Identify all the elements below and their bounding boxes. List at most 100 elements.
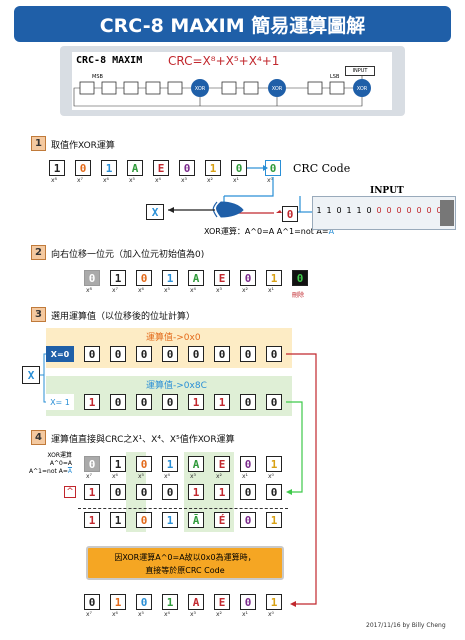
input-bit: 0 — [426, 206, 432, 215]
op1-bit: 0 — [266, 394, 282, 410]
row4a-bit: 1 — [266, 456, 282, 472]
row4a-sup: x³ — [190, 473, 196, 480]
op0-bit: 0 — [110, 346, 126, 362]
input-bit: 0 — [406, 206, 412, 215]
page-title: CRC-8 MAXIM 簡易運算圖解 — [14, 6, 451, 42]
row5-bit: E — [214, 594, 230, 610]
row4b-bit: 0 — [266, 484, 282, 500]
input-bit: 1 — [356, 206, 362, 215]
row1-bit-4: E — [153, 160, 169, 176]
step-1-text: 取值作XOR運算 — [51, 141, 115, 151]
row1-sup-6: x⁶ — [103, 177, 109, 184]
row5-bit: 1 — [110, 594, 126, 610]
input-bit: 0 — [416, 206, 422, 215]
note-line-2: 直接等於原CRC Code — [145, 566, 225, 575]
op0-select: X=0 — [46, 346, 74, 362]
op1-select: X= 1 — [46, 394, 74, 410]
op0-bit: 0 — [240, 346, 256, 362]
header-lsb: LSB — [330, 74, 340, 80]
op0-bit: 0 — [188, 346, 204, 362]
row2-sup-7: x⁷ — [112, 287, 118, 294]
row4a-bit: E — [214, 456, 230, 472]
row1-bit-5: A — [127, 160, 143, 176]
row4b-bit: 1 — [84, 484, 100, 500]
row4a-sup: x² — [216, 473, 222, 480]
row4c-bit: 1 — [266, 512, 282, 528]
op0-bit: 0 — [136, 346, 152, 362]
row2-sup-4: x⁴ — [190, 287, 196, 294]
row4b-bit: 0 — [240, 484, 256, 500]
header-inner — [72, 52, 392, 110]
xor-note-line: A^0=A — [49, 460, 72, 467]
row2-bit-6: 0 — [136, 270, 152, 286]
row1-sup-4: x⁴ — [155, 177, 161, 184]
row1-bit-6: 1 — [101, 160, 117, 176]
xor-result-x: X — [146, 204, 164, 220]
op1-bit: 1 — [214, 394, 230, 410]
delete-label: 刪除 — [292, 292, 305, 299]
row4a-sup: x⁷ — [86, 473, 92, 480]
op1-bit: 1 — [188, 394, 204, 410]
input-bit: 1 — [316, 206, 322, 215]
row2-bit-4: A — [188, 270, 204, 286]
row2-bit-1: 1 — [266, 270, 282, 286]
input-first-bit: 0 — [282, 206, 298, 222]
row1-bit-0: 0 — [265, 160, 281, 176]
xor-note: XOR運算 A^0=A A^1=not A=A — [28, 452, 72, 476]
header-msb: MSB — [92, 74, 103, 80]
header-label: CRC-8 MAXIM — [76, 55, 143, 66]
row5-bit: 1 — [162, 594, 178, 610]
row1-sup-5: x⁵ — [129, 177, 135, 184]
row5-sup: x⁰ — [268, 611, 274, 618]
row5-bit: 0 — [240, 594, 256, 610]
row2-sup-1: x¹ — [268, 287, 274, 294]
op1-label: 運算值->0x8C — [146, 381, 207, 391]
row1-sup-1: x¹ — [233, 177, 239, 184]
row5-sup: x¹ — [242, 611, 248, 618]
row5-sup: x⁴ — [164, 611, 170, 618]
row4a-sup: x⁵ — [138, 473, 144, 480]
op1-bit: 0 — [240, 394, 256, 410]
row5-sup: x² — [216, 611, 222, 618]
row4a-bit: 0 — [84, 456, 100, 472]
row5-bit: 1 — [266, 594, 282, 610]
row4b-bit: 0 — [110, 484, 126, 500]
row1-bit-7: 0 — [75, 160, 91, 176]
op0-bit: 0 — [266, 346, 282, 362]
input-end-block — [440, 200, 454, 226]
row4a-bit: 1 — [162, 456, 178, 472]
xor-note-line: A^1=not A=A — [28, 468, 72, 476]
xor-explain: XOR運算：A^0=A A^1=not A=A — [204, 226, 334, 237]
row2-sup-3: x³ — [216, 287, 222, 294]
op1-bit: 1 — [84, 394, 100, 410]
row4b-bit: 0 — [162, 484, 178, 500]
input-bit: 0 — [386, 206, 392, 215]
row2-sup-8: x⁸ — [86, 287, 92, 294]
row4c-bit: Ā — [188, 512, 204, 528]
xor-note-a: A — [67, 468, 72, 475]
op0-bit: 0 — [162, 346, 178, 362]
op1-bit: 0 — [162, 394, 178, 410]
step-2-number: 2 — [31, 245, 46, 260]
row2-sup-6: x⁶ — [138, 287, 144, 294]
input-bit: 0 — [336, 206, 342, 215]
row4a-bit: 0 — [136, 456, 152, 472]
row4a-bit: 0 — [240, 456, 256, 472]
input-bit: 0 — [436, 206, 442, 215]
step-2-text: 向右位移一位元（加入位元初始值為0) — [51, 250, 205, 260]
row1-sup-0: x⁰ — [267, 177, 273, 184]
crc-code-label: CRC Code — [293, 162, 351, 175]
selector-x: X — [22, 366, 40, 384]
svg-text:XOR: XOR — [272, 86, 283, 92]
row4c-bit: É — [214, 512, 230, 528]
row4c-bit: 0 — [240, 512, 256, 528]
row5-bit: A — [188, 594, 204, 610]
xor-note-line: XOR運算 — [47, 452, 72, 459]
footer-credit: 2017/11/16 by Billy Cheng — [366, 622, 446, 629]
row1-sup-8: x⁸ — [51, 177, 57, 184]
input-bit: 1 — [326, 206, 332, 215]
row1-sup-7: x⁷ — [77, 177, 83, 184]
input-title: INPUT — [370, 186, 404, 196]
